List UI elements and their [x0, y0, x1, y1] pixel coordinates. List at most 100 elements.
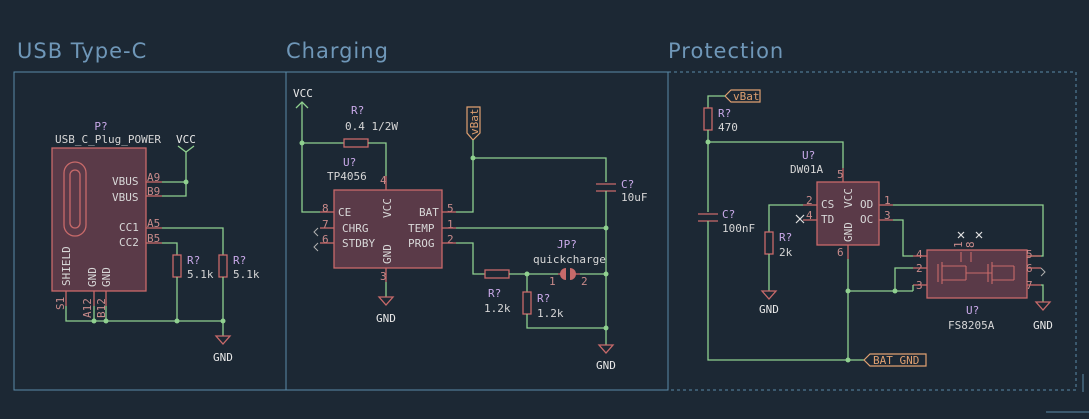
usb-gnd-label: GND [213, 351, 233, 364]
junction [174, 318, 180, 324]
wire-vbus [162, 181, 187, 197]
section-title-charging: Charging [286, 39, 389, 63]
jumper-pin1: 1 [549, 275, 556, 288]
tp4056-pinnum-ce: 8 [322, 202, 329, 215]
junction [220, 318, 226, 324]
dw01a-pin-oc: OC [860, 213, 873, 226]
usb-pin-vbus2: VBUS [112, 191, 139, 204]
wire-gnd-usb [65, 306, 223, 322]
usb-pin-gnd2: GND [100, 267, 113, 287]
section-title-usb: USB Type-C [17, 39, 147, 63]
pin6-open-icon [1040, 267, 1046, 277]
dw01a-ic[interactable] [816, 181, 880, 246]
section-title-protection: Protection [668, 39, 784, 63]
dw01a-pin-cs: CS [821, 198, 834, 211]
junction [603, 325, 609, 331]
wire-vcc-ce [301, 102, 320, 213]
charging-r-prog1[interactable] [484, 269, 510, 279]
tp4056-pin-stdby: STDBY [342, 237, 375, 250]
stdby-open-icon [313, 242, 319, 252]
usb-pinnum-a5: A5 [147, 217, 160, 230]
junction [603, 225, 609, 231]
charging-gnd2-label: GND [596, 359, 616, 372]
charging-r-prog1-value: 1.2k [484, 302, 511, 315]
wire [707, 95, 725, 108]
tp4056-pin-bat: BAT [419, 206, 439, 219]
wire [368, 142, 387, 176]
frame-protection [667, 71, 1077, 391]
usb-plug-icon [63, 161, 87, 237]
tp4056-pin-vcc: VCC [381, 198, 394, 218]
charging-r-sense[interactable] [343, 138, 369, 148]
usb-connector[interactable] [51, 147, 147, 292]
dw01a-pinnum-gnd: 6 [837, 246, 844, 259]
dw01a-pin-od: OD [860, 198, 873, 211]
usb-pin-vbus1: VBUS [112, 175, 139, 188]
fs8205a-pinnum-5: 5 [1026, 248, 1033, 261]
charging-r-prog1-ref: R? [488, 287, 501, 300]
fs8205a-ic[interactable] [926, 249, 1028, 299]
tp4056-pinnum-vcc: 4 [380, 174, 387, 187]
usb-pinnum-a9: A9 [147, 171, 160, 184]
tp4056-pinnum-temp: 1 [447, 218, 454, 231]
tp4056-ic[interactable] [333, 189, 443, 269]
no-connect-icon [975, 231, 983, 239]
tp4056-pinnum-chrg: 7 [322, 218, 329, 231]
protection-r-cs-value: 2k [779, 246, 793, 259]
usb-pin-cc2: CC2 [119, 236, 139, 249]
gnd-icon [377, 296, 395, 306]
wire-prog [456, 242, 485, 275]
tp4056-pin-temp: TEMP [408, 222, 435, 235]
usb-connector-body [51, 147, 147, 292]
usb-r2-ref: R? [233, 254, 246, 267]
dw01a-value: DW01A [790, 163, 823, 176]
usb-pinnum-s1: S1 [54, 297, 67, 310]
usb-pinnum-b12: B12 [95, 298, 108, 318]
charging-gnd1-label: GND [376, 312, 396, 325]
wire-cc2 [162, 242, 178, 255]
protection-cap-value: 100nF [722, 222, 755, 235]
wire [473, 157, 607, 182]
usb-r1[interactable] [172, 254, 182, 278]
dw01a-pinnum-oc: 3 [884, 209, 891, 222]
protection-gnd1-label: GND [759, 303, 779, 316]
dw01a-pinnum-vcc: 5 [837, 168, 844, 181]
fs8205a-pinnum-4: 4 [916, 248, 923, 261]
chrg-open-icon [313, 227, 319, 237]
usb-pin-cc1: CC1 [119, 221, 139, 234]
bat-gnd-tag [863, 353, 927, 367]
charging-r-prog2-value: 1.2k [537, 307, 564, 320]
vcc-usb-symbol [177, 145, 195, 153]
jumper-pin2: 2 [581, 275, 588, 288]
protection-r-in[interactable] [703, 107, 713, 131]
wire [526, 314, 606, 329]
charging-r-prog2[interactable] [522, 291, 532, 315]
tp4056-pinnum-bat: 5 [447, 202, 454, 215]
tp4056-pinnum-stdby: 6 [322, 233, 329, 246]
wire-cc1 [162, 227, 224, 255]
wire [707, 221, 864, 361]
usb-pinnum-a12: A12 [81, 298, 94, 318]
gnd-icon [597, 344, 615, 354]
jumper-ref: JP? [557, 238, 577, 251]
tp4056-pinnum-prog: 2 [447, 233, 454, 246]
quickcharge-jumper[interactable] [560, 268, 576, 280]
wire [894, 267, 913, 291]
fs8205a-pinnum-1: 1 [952, 241, 965, 248]
charging-cap-value: 10uF [621, 191, 648, 204]
mosfet-icon [937, 252, 1015, 284]
usb-r2-value: 5.1k [233, 268, 260, 281]
usb-value: USB_C_Plug_POWER [55, 133, 161, 146]
usb-pinnum-b9: B9 [147, 185, 160, 198]
usb-r1-ref: R? [187, 254, 200, 267]
charging-cap-ref: C? [621, 178, 634, 191]
usb-r2[interactable] [218, 254, 228, 278]
gnd-icon [214, 335, 232, 345]
protection-r-cs[interactable] [764, 231, 774, 255]
protection-r-in-ref: R? [718, 107, 731, 120]
usb-pinnum-b5: B5 [147, 232, 160, 245]
vbat-tag-charging [466, 106, 481, 141]
protection-r-cs-ref: R? [779, 231, 792, 244]
protection-cap-ref: C? [722, 208, 735, 221]
